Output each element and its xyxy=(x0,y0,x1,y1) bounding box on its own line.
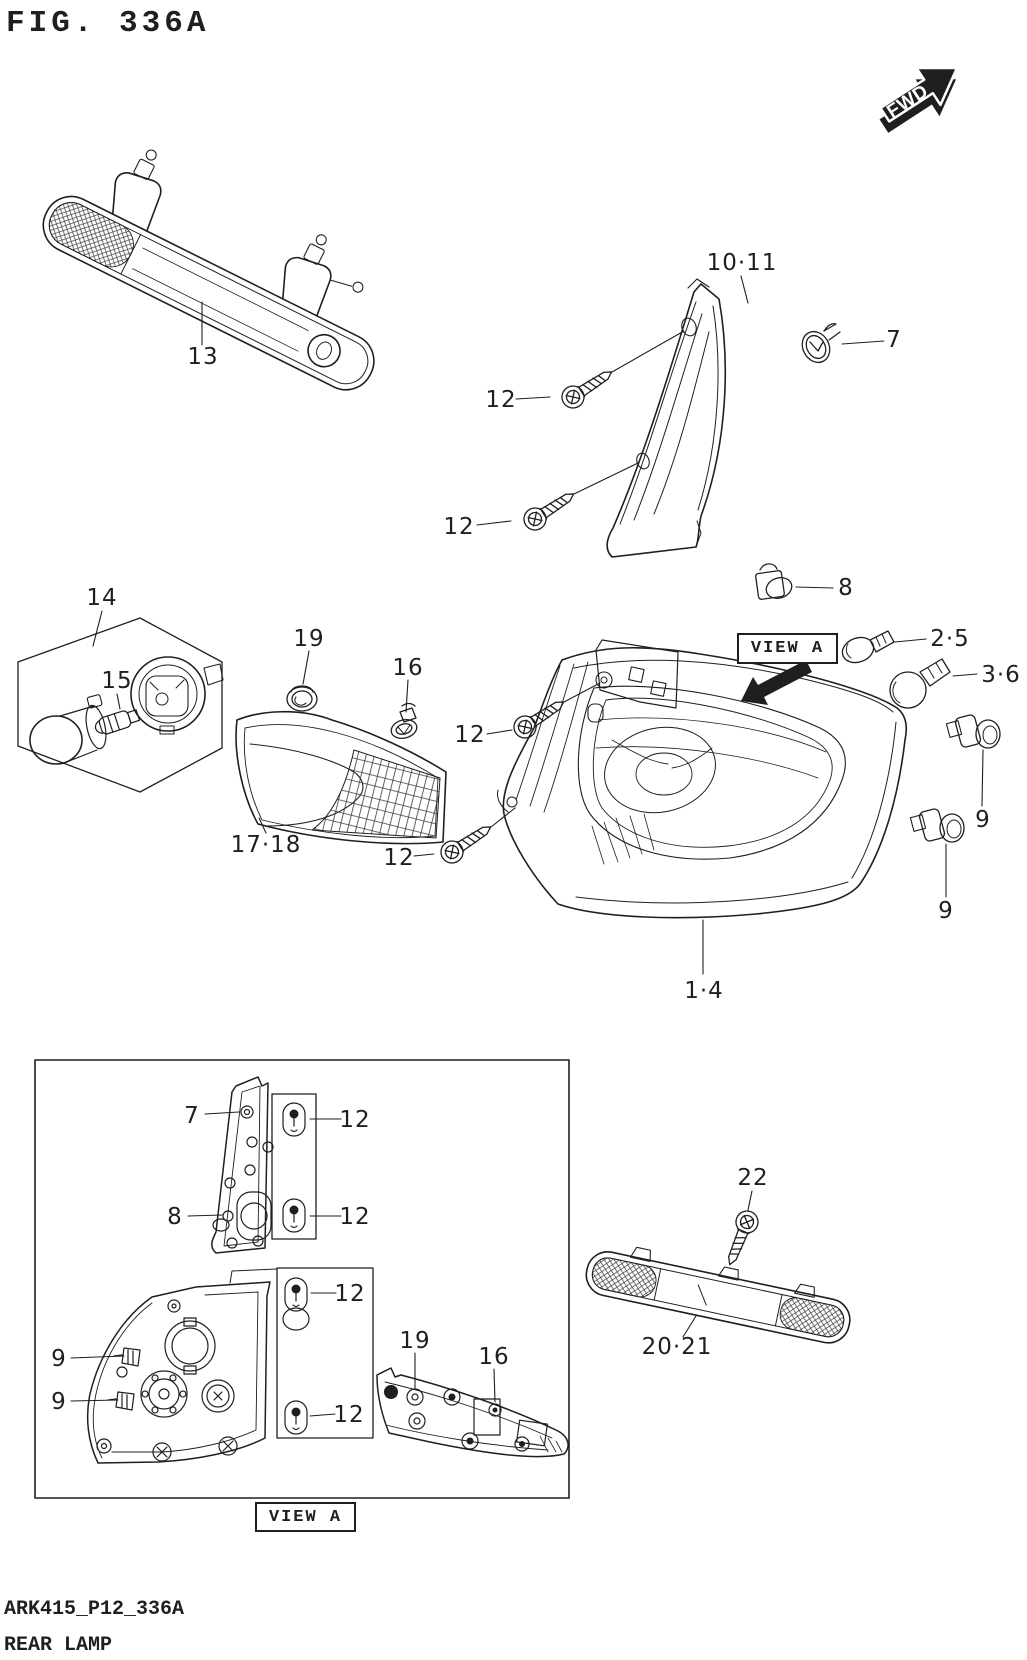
rear-combination-lamp-drawing xyxy=(497,639,908,919)
part-callout-16: 16 xyxy=(478,1344,510,1370)
part-callout-12: 12 xyxy=(485,387,517,413)
back-door-lamp-drawing xyxy=(235,710,447,845)
part-callout-20·21: 20·21 xyxy=(641,1334,713,1360)
view-a-lower-label: VIEW A xyxy=(255,1502,356,1532)
clip-16-drawing xyxy=(390,702,418,739)
extension-back-view-drawing xyxy=(211,1076,317,1254)
rear-lamp-extension-drawing xyxy=(606,278,727,558)
part-callout-12: 12 xyxy=(443,514,475,540)
view-a-arrow-icon xyxy=(741,660,812,705)
view-a-detail-box xyxy=(34,1059,570,1499)
part-callout-14: 14 xyxy=(86,585,118,611)
leader-lines xyxy=(70,275,984,1417)
part-callout-9: 9 xyxy=(51,1346,67,1372)
part-callout-2·5: 2·5 xyxy=(930,626,970,652)
inner-lamp-back-view-drawing xyxy=(376,1367,569,1458)
part-callout-12: 12 xyxy=(339,1204,371,1230)
part-callout-8: 8 xyxy=(167,1204,183,1230)
part-callout-7: 7 xyxy=(184,1103,200,1129)
housing-back-view-drawing xyxy=(86,1267,374,1464)
part-callout-12: 12 xyxy=(333,1402,365,1428)
part-callout-8: 8 xyxy=(838,575,854,601)
part-callout-16: 16 xyxy=(392,655,424,681)
view-a-upper-text: VIEW A xyxy=(750,639,825,658)
part-callout-9: 9 xyxy=(938,898,954,924)
part-callout-19: 19 xyxy=(293,626,325,652)
view-a-lower-text: VIEW A xyxy=(268,1507,343,1527)
part-callout-22: 22 xyxy=(737,1165,769,1191)
part-callout-10·11: 10·11 xyxy=(706,250,778,276)
part-callout-9: 9 xyxy=(975,807,991,833)
part-callout-19: 19 xyxy=(399,1328,431,1354)
view-a-upper-label: VIEW A xyxy=(737,633,838,664)
bulb-drawings xyxy=(841,630,951,709)
part-callout-15: 15 xyxy=(101,668,133,694)
part-callout-12: 12 xyxy=(454,722,486,748)
fwd-arrow-icon: FWD xyxy=(879,66,959,133)
part-callout-17·18: 17·18 xyxy=(230,832,302,858)
part-callout-1·4: 1·4 xyxy=(684,978,724,1004)
part-callout-12: 12 xyxy=(383,845,415,871)
grommet-19-drawing xyxy=(286,685,318,712)
screw-icons xyxy=(436,362,762,1270)
part-callout-3·6: 3·6 xyxy=(981,662,1021,688)
clip-9-drawings xyxy=(909,714,1001,843)
clip-8-drawing xyxy=(755,563,793,600)
part-callout-12: 12 xyxy=(339,1107,371,1133)
socket-kit-drawing xyxy=(17,617,224,793)
part-callout-7: 7 xyxy=(886,327,902,353)
footer-figure-code: ARK415_P12_336A xyxy=(4,1598,185,1621)
high-mount-stop-lamp-drawing xyxy=(42,149,375,391)
figure-title: FIG. 336A xyxy=(6,6,210,41)
part-callout-13: 13 xyxy=(187,344,219,370)
grommet-7-drawing xyxy=(801,323,841,364)
part-callout-12: 12 xyxy=(334,1281,366,1307)
rear-garnish-drawing xyxy=(585,1246,851,1344)
part-callout-9: 9 xyxy=(51,1389,67,1415)
footer-part-name: REAR LAMP xyxy=(4,1634,113,1657)
